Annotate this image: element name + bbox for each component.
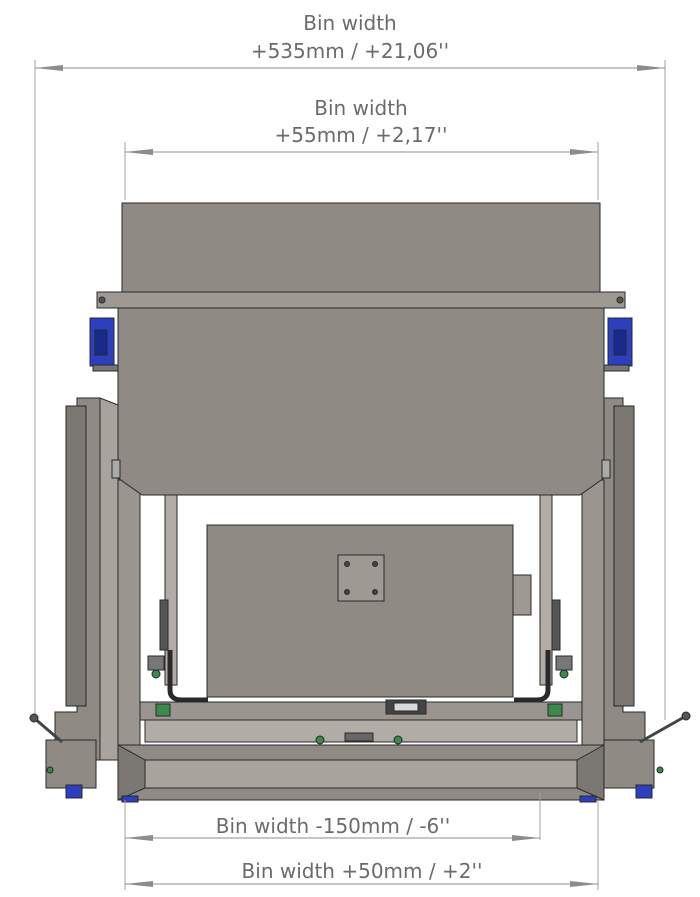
bin-lower-section [117,307,605,496]
crossbeam-plate [144,719,578,743]
bin-top-section [121,202,601,294]
dimension-top-inner: Bin width +55mm / +2,17'' [124,96,599,200]
rim-bolt-left [98,296,106,304]
rim-bolt-right [616,296,624,304]
right-valve-assembly [547,599,573,717]
dimension-label: Bin width +50mm / +2'' [242,859,483,883]
dimension-label-line2: +55mm / +2,17'' [275,123,448,147]
left-valve-assembly [147,599,171,717]
foot-left [121,795,139,803]
bracket [344,732,374,742]
coupling-window [393,702,419,712]
mounting-bolt [344,589,350,595]
left-side-frame [29,397,119,799]
dimension-label: Bin width -150mm / -6'' [216,814,451,838]
dimension-bottom-lower: Bin width +50mm / +2'' [125,800,599,890]
bin-side-bracket-right [601,459,611,479]
dimension-label-line1: Bin width [303,11,396,35]
mounting-bolt [344,561,350,567]
hydraulic-line-right [514,650,551,703]
motor-housing [206,524,514,698]
foot-right [579,795,597,803]
dimension-bottom-upper: Bin width -150mm / -6'' [124,792,541,890]
bin-side-bracket-left [111,459,121,479]
mounting-bolt [372,589,378,595]
housing-side-panel [512,574,532,616]
dimension-label-line1: Bin width [314,96,407,120]
mounting-bolt [372,561,378,567]
base-frame [117,744,605,801]
bolt [393,735,403,745]
dimension-label-line2: +535mm / +21,06'' [251,39,449,63]
hydraulic-line-left [167,650,208,703]
bin-rim [96,291,626,309]
dimension-top-outer: Bin width +535mm / +21,06'' [34,11,666,720]
right-tilt-motor [602,317,633,372]
left-tilt-motor [89,317,120,372]
machine-front-view [29,202,691,803]
lower-crossbeam [139,701,583,721]
bolt [315,735,325,745]
